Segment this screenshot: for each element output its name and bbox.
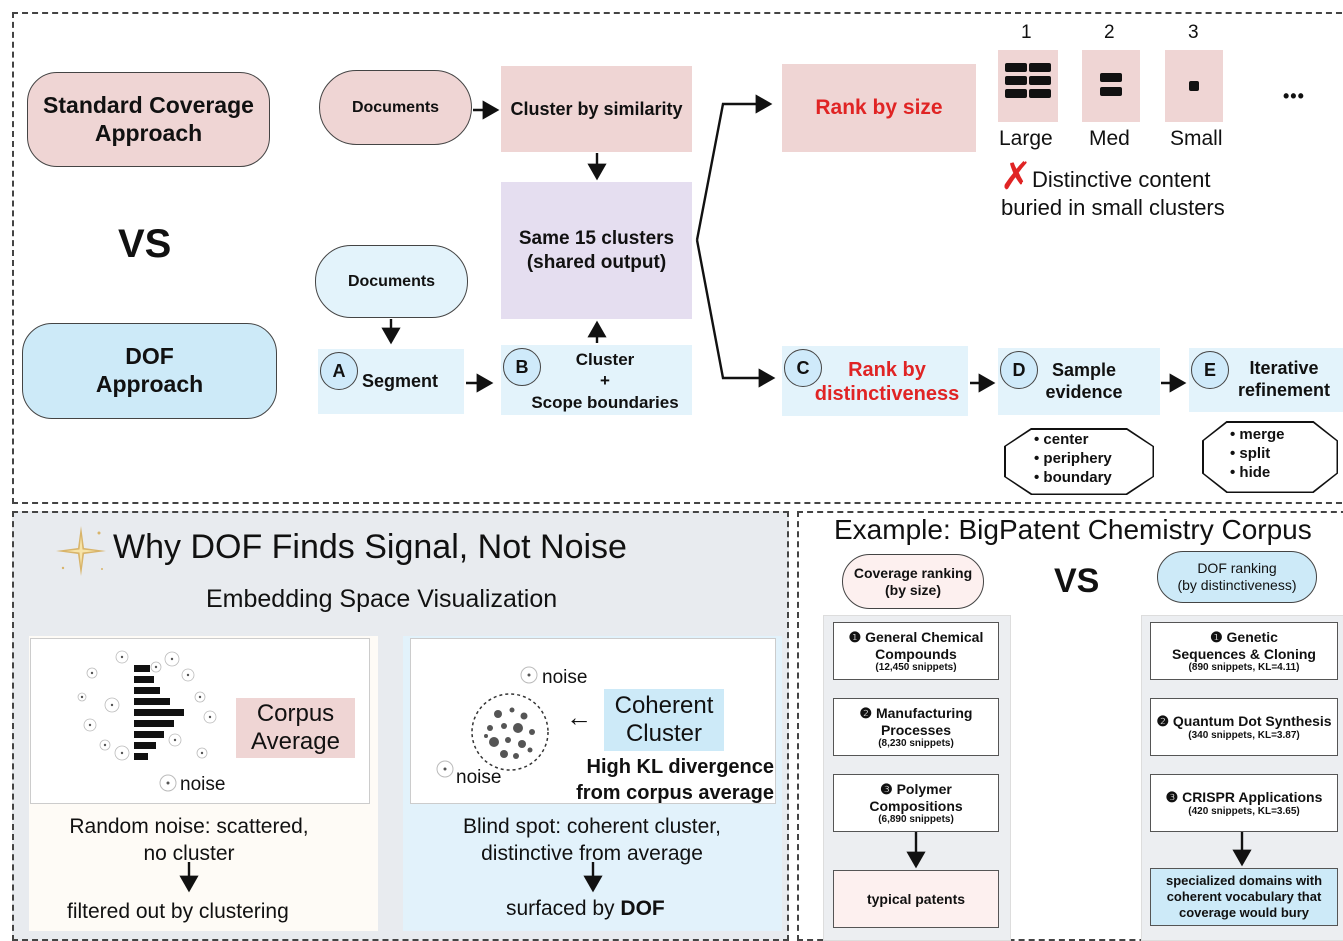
coverage-item-1: ❶ General Chemical Compounds (12,450 sni…	[833, 622, 999, 680]
signal-noise-title: Why DOF Finds Signal, Not Noise	[113, 528, 627, 566]
cluster-scope-label: Cluster + Scope boundaries	[531, 350, 679, 412]
sample-evidence-step: D Sample evidence	[998, 348, 1160, 415]
dof-ranking-header: DOF ranking (by distinctiveness)	[1157, 551, 1317, 603]
coverage-item-sub: (6,890 snippets)	[878, 814, 954, 826]
dof-item-title: ❸ CRISPR Applications	[1165, 789, 1323, 806]
coherent-cluster-label: Coherent Cluster	[604, 689, 724, 751]
cluster-scope-step: B Cluster + Scope boundaries	[501, 345, 692, 415]
sample-evidence-label: Sample evidence	[1045, 360, 1123, 402]
sample-bullet-boundary: • boundary	[1034, 469, 1112, 486]
sample-evidence-octagon: • center • periphery • boundary	[1004, 428, 1154, 495]
coverage-item-2: ❷ Manufacturing Processes (8,230 snippet…	[833, 698, 999, 756]
refine-bullet-hide: • hide	[1230, 464, 1271, 481]
step-b-badge: B	[503, 348, 541, 386]
surfaced-prefix: surfaced by	[506, 897, 621, 920]
noise-dot-icon-top	[520, 666, 538, 684]
size-number-3: 3	[1188, 22, 1199, 43]
large-cluster-icon	[998, 50, 1058, 122]
size-number-1: 1	[1021, 22, 1032, 43]
corpus-average-label: Corpus Average	[236, 698, 355, 758]
kl-divergence-label: High KL divergence from corpus average	[576, 756, 774, 804]
coverage-item-title: ❶ General Chemical Compounds	[848, 628, 984, 662]
random-noise-caption: Random noise: scattered, no cluster	[69, 815, 309, 866]
step-e-badge: E	[1191, 351, 1229, 389]
dof-item-3: ❸ CRISPR Applications (420 snippets, KL=…	[1150, 774, 1338, 832]
size-label-med: Med	[1089, 127, 1130, 150]
step-a-badge: A	[320, 352, 358, 390]
buried-note: Distinctive content buried in small clus…	[1001, 167, 1225, 220]
dof-item-title: ❷ Quantum Dot Synthesis	[1156, 713, 1332, 730]
noise-label-top: noise	[542, 667, 588, 688]
noise-dot-icon-bottom	[436, 760, 454, 778]
cross-icon: ✗	[1000, 156, 1032, 198]
ellipsis: •••	[1283, 86, 1305, 106]
coverage-item-3: ❸ Polymer Compositions (6,890 snippets)	[833, 774, 999, 832]
standard-coverage-approach: Standard Coverage Approach	[27, 72, 270, 167]
surfaced-by-dof-label: surfaced by DOF	[506, 897, 665, 921]
sample-bullet-center: • center	[1034, 431, 1089, 448]
left-arrow-icon: ←	[566, 702, 592, 732]
rank-by-distinctiveness-label: Rank by distinctiveness	[814, 359, 960, 405]
coherent-cluster-icon	[471, 693, 549, 771]
segment-step: A Segment	[318, 349, 464, 414]
refine-bullet-split: • split	[1230, 445, 1271, 462]
vs-label: VS	[118, 222, 172, 266]
noise-dot-icon	[159, 774, 177, 792]
size-label-large: Large	[999, 127, 1053, 150]
iterative-refinement-label: Iterative refinement	[1237, 358, 1331, 400]
dof-item-sub: (890 snippets, KL=4.11)	[1188, 662, 1300, 674]
coverage-item-title: ❷ Manufacturing Processes	[859, 704, 973, 738]
dof-item-sub: (420 snippets, KL=3.65)	[1188, 805, 1300, 817]
rank-by-size-node: Rank by size	[782, 64, 976, 152]
cluster-by-similarity-node: Cluster by similarity	[501, 66, 692, 152]
size-label-small: Small	[1170, 127, 1223, 150]
sample-bullet-periphery: • periphery	[1034, 450, 1112, 467]
iterative-refinement-step: E Iterative refinement	[1189, 348, 1343, 412]
example-title: Example: BigPatent Chemistry Corpus	[834, 514, 1312, 545]
segment-label: Segment	[362, 371, 439, 391]
coverage-ranking-header: Coverage ranking (by size)	[842, 554, 984, 609]
surfaced-dof: DOF	[620, 897, 665, 920]
step-d-badge: D	[1000, 351, 1038, 389]
coverage-item-sub: (12,450 snippets)	[875, 662, 957, 674]
top-panel	[12, 12, 1343, 504]
documents-node-standard: Documents	[319, 70, 472, 145]
coverage-item-title: ❸ Polymer Compositions	[869, 780, 963, 814]
specialized-domains-result: specialized domains with coherent vocabu…	[1150, 868, 1338, 926]
rank-by-distinctiveness-step: C Rank by distinctiveness	[782, 346, 968, 416]
dof-item-sub: (340 snippets, KL=3.87)	[1188, 729, 1300, 741]
noise-scatter-icon	[77, 650, 217, 761]
coverage-item-sub: (8,230 snippets)	[878, 738, 954, 750]
noise-label-bottom: noise	[456, 767, 502, 788]
medium-cluster-icon	[1082, 50, 1140, 122]
sparkle-icon	[56, 526, 106, 576]
size-number-2: 2	[1104, 22, 1115, 43]
documents-node-dof: Documents	[315, 245, 468, 318]
blind-spot-caption: Blind spot: coherent cluster, distinctiv…	[463, 815, 721, 866]
noise-label-left: noise	[180, 774, 226, 795]
iterative-refinement-octagon: • merge • split • hide	[1202, 421, 1338, 493]
embedding-subtitle: Embedding Space Visualization	[206, 585, 558, 613]
shared-clusters-node: Same 15 clusters (shared output)	[501, 182, 692, 319]
typical-patents-result: typical patents	[833, 870, 999, 928]
dof-item-1: ❶ Genetic Sequences & Cloning (890 snipp…	[1150, 622, 1338, 680]
dof-item-2: ❷ Quantum Dot Synthesis (340 snippets, K…	[1150, 698, 1338, 756]
step-c-badge: C	[784, 349, 822, 387]
refine-bullet-merge: • merge	[1230, 426, 1285, 443]
filtered-out-label: filtered out by clustering	[67, 900, 289, 923]
small-cluster-icon	[1165, 50, 1223, 122]
dof-item-title: ❶ Genetic Sequences & Cloning	[1172, 628, 1316, 662]
example-vs-label: VS	[1054, 562, 1100, 600]
dof-approach: DOF Approach	[22, 323, 277, 419]
